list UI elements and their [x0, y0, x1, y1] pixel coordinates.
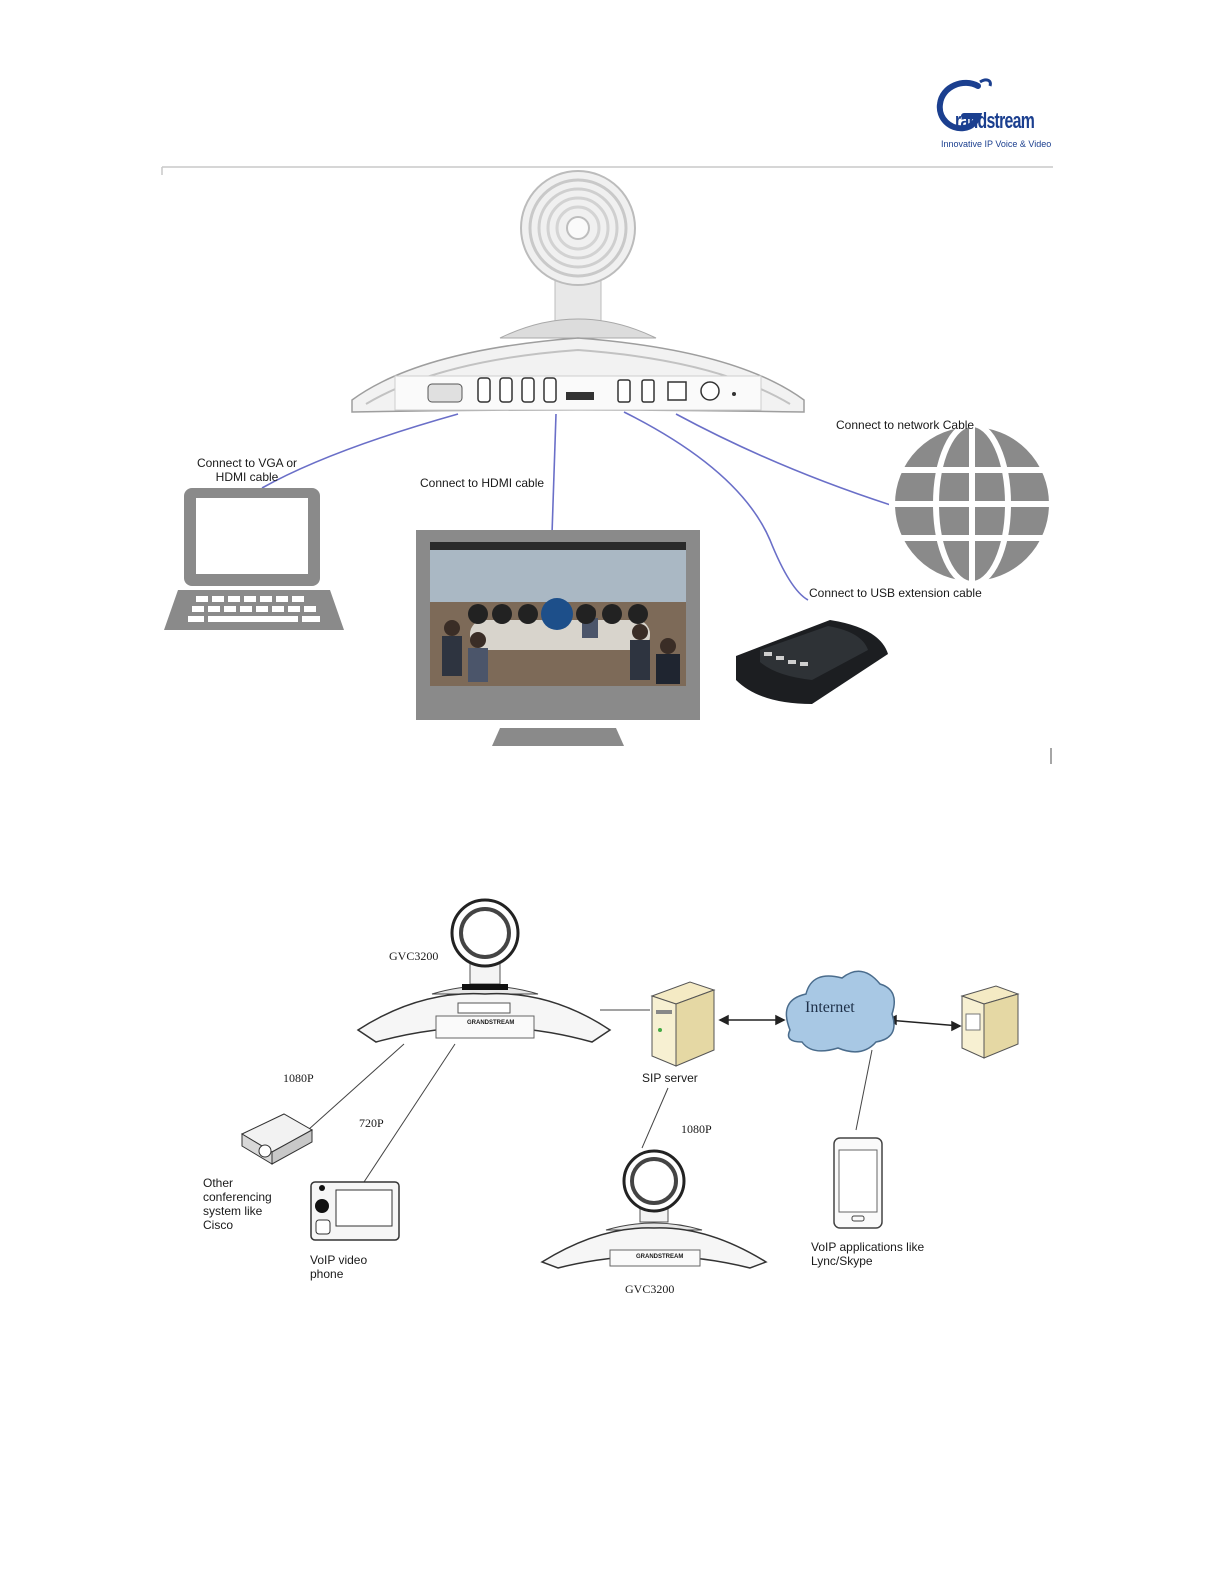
link-mobile: [855, 1049, 873, 1131]
link-video-phone: [363, 1043, 456, 1183]
other-system-line-2: conferencing: [203, 1190, 272, 1204]
usb-port-1: [617, 379, 631, 403]
monitor-icon: [416, 530, 700, 746]
remote-server-icon: [960, 985, 1020, 1059]
hdmi-port-1: [477, 377, 491, 403]
usb-cable: [623, 411, 809, 601]
link-gvc-bottom: [641, 1087, 669, 1149]
voip-phone-label: VoIP video phone: [310, 1253, 367, 1281]
voip-apps-label: VoIP applications like Lync/Skype: [811, 1240, 924, 1268]
vga-label-line-2: HDMI cable: [215, 470, 279, 484]
voip-phone-line-2: phone: [310, 1267, 344, 1281]
sip-server-icon: [650, 981, 716, 1067]
vga-cable: [261, 413, 459, 489]
cable-lines: [261, 411, 901, 601]
topology-links: [307, 1009, 873, 1183]
hdmi-port-3: [521, 377, 535, 403]
globe-icon: [889, 421, 1055, 587]
usb-port-2: [641, 379, 655, 403]
connection-diagram-graphic: [161, 166, 1055, 764]
screen-menu-icons: [468, 598, 648, 630]
power-port: [700, 381, 720, 401]
logo-g-mark: [936, 78, 992, 132]
res-1080p-right-label: 1080P: [681, 1122, 712, 1136]
gvc3200-top-label: GVC3200: [389, 949, 439, 963]
vga-label-line-1: Connect to VGA or: [196, 456, 298, 470]
screen-people: [442, 606, 680, 684]
laptop-icon: [164, 488, 344, 630]
internet-cloud-icon: [785, 970, 895, 1053]
gvc3200-top-device: [356, 898, 612, 1043]
other-system-line-3: system like: [203, 1204, 263, 1218]
network-cable: [675, 413, 901, 509]
brand-plate-bottom: GRANDSTREAM: [636, 1254, 684, 1260]
hdmi-label: Connect to HDMI cable: [420, 476, 545, 490]
link-projector: [307, 1043, 405, 1131]
reset-button: [732, 392, 736, 396]
other-system-line-4: Cisco: [203, 1218, 234, 1232]
vga-port: [427, 383, 463, 403]
gvc3200-camera-unit: [351, 170, 805, 413]
logo-tagline: Innovative IP Voice & Video: [941, 139, 1052, 149]
hdmi-port-4: [543, 377, 557, 403]
voip-phone-line-1: VoIP video: [310, 1253, 368, 1267]
lan-port: [667, 381, 687, 401]
other-system-line-1: Other: [203, 1176, 234, 1190]
brand-plate-top: GRANDSTREAM: [467, 1020, 515, 1026]
projector-icon: [240, 1113, 314, 1165]
sd-slot: [566, 392, 594, 400]
voip-video-phone-icon: [310, 1181, 400, 1241]
usb-label: Connect to USB extension cable: [809, 586, 982, 600]
gvc3200-bottom-device: [540, 1149, 768, 1269]
hdmi-cable: [551, 413, 557, 535]
hdmi-port-2: [499, 377, 513, 403]
vga-hdmi-label: Connect to VGA or HDMI cable: [192, 456, 302, 484]
sip-server-label: SIP server: [642, 1071, 698, 1085]
voip-apps-line-2: Lync/Skype: [811, 1254, 873, 1268]
other-system-label: Other conferencing system like Cisco: [203, 1176, 272, 1232]
res-720p-label: 720P: [359, 1116, 384, 1130]
voip-apps-line-1: VoIP applications like: [811, 1240, 925, 1254]
network-label: Connect to network Cable: [836, 418, 975, 432]
mobile-phone-icon: [833, 1137, 883, 1229]
internet-label: Internet: [805, 999, 855, 1016]
gvc3200-bottom-label: GVC3200: [625, 1282, 675, 1296]
res-1080p-left-label: 1080P: [283, 1071, 314, 1085]
usb-speaker-icon: [736, 620, 888, 704]
logo-wordmark: randstream: [955, 108, 1035, 133]
topology-graphic: [240, 898, 1020, 1269]
